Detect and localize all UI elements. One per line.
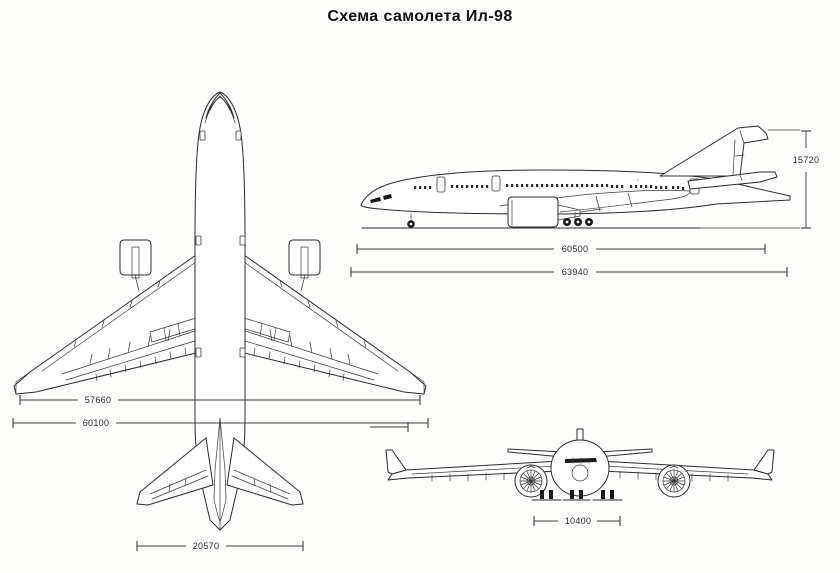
- side-door-2: [491, 175, 501, 192]
- plan-dimensions: 57660 60100 20570: [12, 395, 429, 551]
- plan-right-wing: [239, 254, 427, 395]
- plan-left-engine-nacelle: [119, 239, 152, 292]
- dimension-overall-height: 15720: [793, 130, 820, 229]
- dimension-fuselage-length: 60500: [356, 244, 766, 254]
- dimension-label-gear-track: 10400: [565, 516, 592, 526]
- front-dimensions: 10400: [370, 422, 621, 526]
- side-nose-gear: [407, 213, 415, 228]
- dimension-label-wingspan-outer: 60100: [83, 418, 110, 428]
- dimension-wingspan-inner: 57660: [19, 395, 421, 405]
- plan-right-tailplane: [226, 437, 304, 506]
- dimension-label-tailplane-span: 20570: [193, 541, 220, 551]
- page-title: Схема самолета Ил-98: [327, 8, 513, 25]
- front-fuselage: [550, 439, 610, 497]
- dimension-wingspan-outer: 60100: [12, 418, 429, 428]
- side-vertical-stabilizer: [659, 125, 769, 177]
- dimension-label-overall-height: 15720: [793, 155, 820, 165]
- plan-left-wing: [13, 254, 201, 395]
- dimension-label-fuselage-length: 60500: [562, 244, 589, 254]
- side-dimensions: 60500 63940 15720: [350, 129, 820, 277]
- plan-vertical-fin: [213, 417, 227, 523]
- plan-left-tailplane: [136, 437, 214, 506]
- side-main-gear: [563, 211, 593, 226]
- dimension-label-wingspan-inner: 57660: [85, 395, 112, 405]
- side-engine-nacelle: [507, 196, 603, 228]
- side-cockpit-windows: [370, 194, 392, 203]
- dimension-overall-length: 63940: [350, 267, 788, 277]
- dimension-tailplane-span: 20570: [136, 541, 304, 551]
- front-view: [385, 428, 775, 501]
- plan-right-engine-nacelle: [288, 239, 321, 292]
- plan-view: [13, 91, 427, 531]
- dimension-gear-track: 10400: [533, 516, 621, 526]
- front-landing-gear: [531, 490, 623, 501]
- side-view: [360, 125, 791, 229]
- plan-fuselage: [194, 91, 246, 531]
- side-passenger-windows: [414, 184, 685, 190]
- front-right-engine: [657, 464, 691, 498]
- dimension-label-overall-length: 63940: [562, 267, 589, 277]
- side-door-1: [436, 176, 446, 193]
- side-horizontal-stabilizer: [687, 171, 778, 190]
- front-reference-tick: [370, 422, 409, 432]
- front-left-engine: [514, 464, 548, 498]
